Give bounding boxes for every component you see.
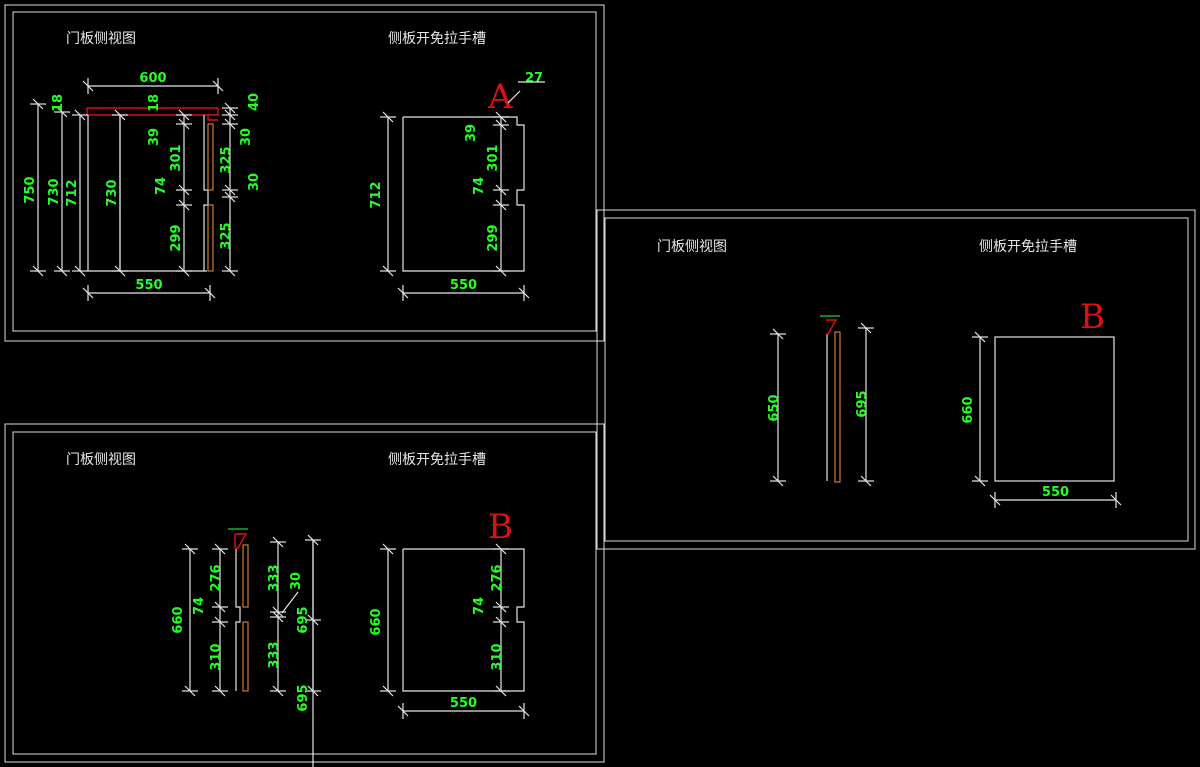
dimension-label: 301 [169,144,184,171]
frame-3 [4,423,605,763]
dimension-label: 750 [23,176,38,203]
dimension-label: 730 [47,178,62,205]
leader-line [507,90,521,104]
dimension-label: 30 [289,572,304,590]
dimension-label: 39 [147,128,162,146]
dimension-label: 550 [450,278,477,293]
dim-panel-right-f1: 325 325 [219,102,238,277]
dimension-label: 310 [490,643,505,670]
section-marker-b-frame3: B [488,507,513,547]
dim-height-650: 650 [767,328,786,487]
dim-height-695: 695 [855,322,874,487]
dimension-label: 30 [247,173,262,191]
dimension-label: 712 [65,179,80,206]
frame-2 [596,209,1196,550]
dimension-label: 695 [296,606,311,633]
side-panel-1-outline [402,116,525,272]
section-marker-a: A [487,77,513,117]
title-door-side-view-3: 门板侧视图 [66,452,136,468]
dim-width-550-f2: 550 [989,485,1122,508]
dimension-label: 550 [450,696,477,711]
section-marker-b-frame2: B [1080,297,1105,337]
dimension-label: 39 [464,124,479,142]
dimension-label: 276 [490,564,505,591]
dim-695-f3l: 695 695 [296,534,321,712]
dimension-label: 333 [267,641,282,668]
dim-height-730b: 730 [105,109,128,277]
dim-groove-f3l: 276 310 [209,543,228,697]
dimension-label: 18 [147,94,162,112]
title-side-panel-groove-1: 侧板开免拉手槽 [388,31,486,47]
dimension-label: 18 [51,94,66,112]
dimension-label: 600 [139,71,166,86]
dim-panel-f3l: 333 333 [267,536,286,697]
title-door-side-view-1: 门板侧视图 [66,31,136,47]
dim-width-600: 600 [82,71,224,94]
dim-groove-f1r: 301 299 [486,111,509,277]
dimension-label: 730 [105,179,120,206]
dimension-label: 299 [486,224,501,251]
dim-height-730a: 730 [47,106,70,277]
dimension-label: 40 [247,93,262,111]
side-panel-2-outline [994,336,1115,482]
dimension-label: 276 [209,564,224,591]
dim-height-712: 712 [65,109,88,277]
dimension-label: 74 [472,177,487,195]
dimension-label: 325 [219,146,234,173]
dimension-label: 74 [472,597,487,615]
dim-width-550-f1l: 550 [82,278,216,301]
dimension-label: 74 [154,177,169,195]
frame-1 [4,4,605,342]
dimension-label: 712 [369,181,384,208]
dimension-label: 310 [209,643,224,670]
door-side-view-2-geometry [820,315,841,483]
dimension-label: 660 [961,396,976,423]
leader-line [281,591,299,614]
dimension-label: 74 [192,597,207,615]
dim-groove-left-f1: 301 299 [169,109,192,277]
dim-width-550-f1r: 550 [397,278,530,301]
dimension-label: 650 [767,394,782,421]
dimension-label: 660 [171,606,186,633]
dimension-label: 695 [855,390,870,417]
title-door-side-view-2: 门板侧视图 [657,239,727,255]
dim-height-750: 750 [23,98,46,277]
side-panel-3-outline [402,548,525,692]
dimension-label: 299 [169,224,184,251]
dimension-label: 695 [296,684,311,711]
title-side-panel-groove-2: 侧板开免拉手槽 [979,239,1077,255]
dim-height-660-f2: 660 [961,331,988,487]
dim-groove-f3r: 276 310 [490,543,509,697]
dimension-label: 325 [219,222,234,249]
dimension-label: 550 [1042,485,1069,500]
dimension-label: 301 [486,144,501,171]
dim-height-712-f1r: 712 [369,111,396,277]
title-side-panel-groove-3: 侧板开免拉手槽 [388,452,486,468]
dim-width-550-f3r: 550 [397,696,530,719]
dimension-label: 30 [239,128,254,146]
dimension-label: 550 [135,278,162,293]
dimension-label: 660 [369,608,384,635]
dim-height-660-f3r: 660 [369,543,396,697]
dimension-label: 333 [267,564,282,591]
dimension-label: 27 [525,71,543,86]
dim-height-660-f3l: 660 [171,543,198,697]
